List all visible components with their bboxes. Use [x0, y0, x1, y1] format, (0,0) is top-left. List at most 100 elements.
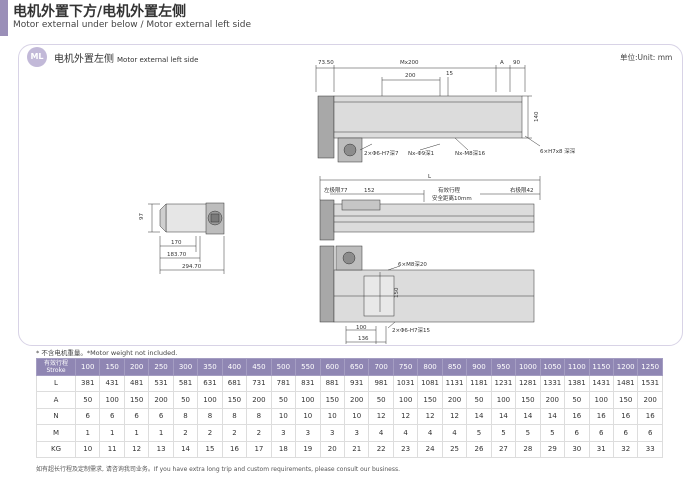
table-cell: 200 [441, 391, 468, 409]
table-cell: 6 [612, 424, 639, 442]
table-cell: 4 [368, 424, 394, 442]
row-label: L [36, 374, 76, 392]
stroke-cell: 700 [368, 358, 394, 376]
dim-73: 73.50 [318, 60, 334, 66]
right-limit: 右极限42 [510, 186, 534, 194]
stroke-cell: 1100 [564, 358, 590, 376]
stroke-cell: 450 [246, 358, 272, 376]
table-cell: 200 [246, 391, 272, 409]
table-cell: 1331 [539, 374, 566, 392]
table-cell: 12 [417, 407, 443, 425]
hole-h7x8: 6×H7x8 深深 [540, 147, 576, 155]
table-cell: 1 [123, 424, 150, 442]
table-cell: 20 [319, 440, 345, 458]
stroke-cell: 850 [441, 358, 468, 376]
table-cell: 50 [270, 391, 297, 409]
table-cell: 1481 [612, 374, 639, 392]
table-cell: 26 [466, 440, 492, 458]
table-cell: 10 [343, 407, 370, 425]
table-cell: 100 [392, 391, 419, 409]
table-cell: 50 [172, 391, 199, 409]
table-cell: 200 [148, 391, 174, 409]
table-cell: 781 [270, 374, 297, 392]
table-cell: 150 [612, 391, 639, 409]
table-cell: 3 [295, 424, 321, 442]
table-cell: 3 [319, 424, 345, 442]
page-title: 电机外置下方/电机外置左侧 [13, 4, 187, 20]
table-cell: 100 [99, 391, 125, 409]
table-cell: 6 [588, 424, 614, 442]
dim-mx: Mx200 [400, 60, 419, 66]
table-cell: 50 [564, 391, 590, 409]
stroke-cell: 1050 [539, 358, 566, 376]
table-cell: 33 [637, 440, 663, 458]
table-cell: 1 [148, 424, 174, 442]
stroke-cell: 800 [417, 358, 443, 376]
table-cell: 8 [197, 407, 223, 425]
table-cell: 5 [539, 424, 566, 442]
section-title-cn: 电机外置左侧 [54, 54, 114, 65]
table-cell: 881 [319, 374, 345, 392]
table-cell: 15 [197, 440, 223, 458]
table-cell: 1 [74, 424, 101, 442]
table-cell: 100 [588, 391, 614, 409]
table-cell: 12 [123, 440, 150, 458]
dim-100: 100 [356, 325, 367, 331]
table-cell: 831 [295, 374, 321, 392]
table-cell: 17 [246, 440, 272, 458]
table-cell: 2 [197, 424, 223, 442]
dim-140: 140 [534, 111, 540, 122]
table-cell: 6 [637, 424, 663, 442]
table-cell: 2 [172, 424, 199, 442]
table-cell: 50 [74, 391, 101, 409]
table-cell: 6 [99, 407, 125, 425]
stroke-cell: 100 [74, 358, 101, 376]
stroke-cell: 400 [221, 358, 248, 376]
stroke-label: 有效行程 [438, 186, 461, 194]
table-cell: 5 [490, 424, 517, 442]
table-cell: 4 [417, 424, 443, 442]
table-cell: 14 [515, 407, 541, 425]
table-cell: 50 [368, 391, 394, 409]
hole-h7-bottom: 2×Φ6-H7深15 [392, 326, 431, 334]
table-cell: 10 [74, 440, 101, 458]
table-cell: 21 [343, 440, 370, 458]
weight-note: * 不含电机重量。*Motor weight not included. [36, 349, 178, 357]
dim-97: 97 [139, 213, 145, 220]
table-cell: 14 [466, 407, 492, 425]
stroke-cell: 600 [319, 358, 345, 376]
header-accent-bar [0, 0, 8, 36]
table-cell: 16 [221, 440, 248, 458]
table-cell: 1031 [392, 374, 419, 392]
table-cell: 3 [270, 424, 297, 442]
table-cell: 28 [515, 440, 541, 458]
table-cell: 3 [343, 424, 370, 442]
table-cell: 631 [197, 374, 223, 392]
dim-294: 294.70 [182, 264, 202, 270]
table-cell: 24 [417, 440, 443, 458]
table-cell: 16 [637, 407, 663, 425]
bottom-view-drawing [319, 245, 535, 344]
dim-200: 200 [405, 73, 416, 79]
table-cell: 13 [148, 440, 174, 458]
section-badge: ML [27, 47, 47, 67]
footer-note: 如有超长行程及定制需求, 请咨询我司业务。If you have extra l… [36, 466, 401, 473]
table-cell: 200 [343, 391, 370, 409]
table-cell: 150 [221, 391, 248, 409]
stroke-cell: 1150 [588, 358, 614, 376]
table-cell: 1231 [490, 374, 517, 392]
dim-15: 15 [446, 71, 453, 77]
table-cell: 581 [172, 374, 199, 392]
section-title-en: Motor external left side [117, 56, 199, 64]
table-cell: 150 [123, 391, 150, 409]
table-cell: 32 [612, 440, 639, 458]
stroke-cell: 1250 [637, 358, 663, 376]
stroke-cell: 1000 [515, 358, 541, 376]
row-label: KG [36, 440, 76, 458]
